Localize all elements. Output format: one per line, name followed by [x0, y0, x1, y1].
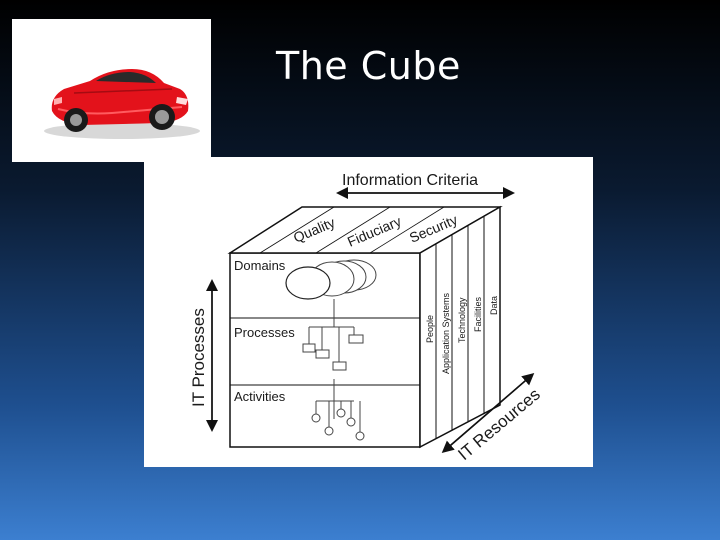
- resource-facilities: Facilities: [473, 296, 483, 332]
- cobit-cube-diagram: Information Criteria Quality Fiduciary S…: [144, 157, 593, 467]
- slide-title: The Cube: [276, 44, 461, 88]
- car-image: [12, 19, 211, 162]
- red-sports-car-image: [12, 19, 211, 162]
- resource-technology: Technology: [457, 297, 467, 343]
- resource-people: People: [425, 315, 435, 343]
- information-criteria-label: Information Criteria: [342, 172, 478, 189]
- it-processes-label: IT Processes: [189, 308, 208, 407]
- row-domains: Domains: [234, 258, 286, 273]
- resource-application-systems: Application Systems: [441, 292, 451, 374]
- row-activities: Activities: [234, 389, 286, 404]
- resource-data: Data: [489, 296, 499, 315]
- row-processes: Processes: [234, 325, 295, 340]
